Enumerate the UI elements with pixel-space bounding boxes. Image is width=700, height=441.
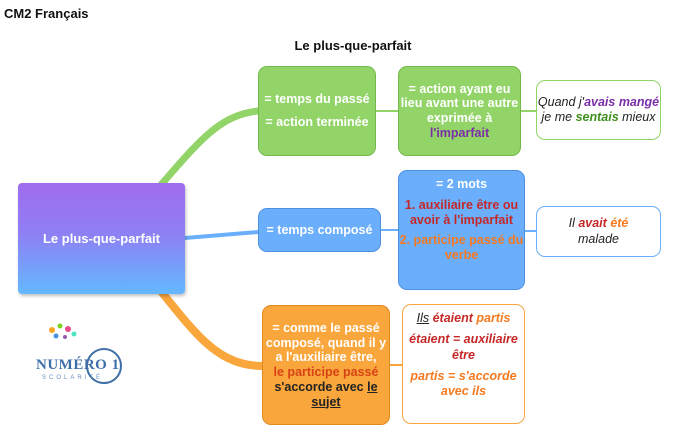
example3-note-aux: étaient = auxiliaire être: [409, 332, 518, 362]
connector-orange: [156, 286, 266, 370]
example2-aux: avait: [578, 216, 607, 231]
document-header: CM2 Français: [4, 6, 89, 21]
central-topic-label: Le plus-que-parfait: [42, 230, 160, 246]
definition-finished-action: = action terminée: [265, 115, 369, 129]
blue-example-box: Il avait été malade: [536, 206, 661, 257]
green-example-box: Quand j'avais mangé je me sentais mieux: [536, 80, 661, 140]
green-detail-text: = action ayant eu lieu avant une autre e…: [400, 81, 519, 126]
example3-subject: Ils: [416, 311, 430, 325]
orange-rule-highlight: le participe passé: [273, 365, 379, 379]
example1-part3: mieux: [618, 110, 656, 124]
page-title: Le plus-que-parfait: [294, 38, 412, 53]
orange-rule-subject: le sujet: [311, 379, 378, 409]
example2-participle: été: [610, 216, 629, 231]
definition-compound-tense: = temps composé: [266, 222, 373, 237]
logo-name: NUMÉRO 1: [36, 357, 120, 373]
orange-rule-part1: = comme le passé composé, quand il y a l…: [265, 320, 387, 365]
numero1-logo: [49, 323, 122, 384]
definition-past-tense: = temps du passé: [264, 92, 370, 107]
example1-part2: je me: [541, 110, 576, 124]
example2-part1: Il: [568, 216, 579, 231]
blue-detail-box: = 2 mots 1. auxiliaire être ou avoir à l…: [398, 170, 525, 290]
blue-definition-box: = temps composé: [258, 208, 381, 252]
orange-rule-box: = comme le passé composé, quand il y a l…: [262, 305, 390, 425]
example3-note-participle: partis = s'accorde avec ils: [410, 368, 517, 398]
example2-part3: malade: [578, 231, 619, 246]
green-detail-highlight: l'imparfait: [429, 125, 490, 140]
blue-detail-item-1: 1. auxiliaire être ou avoir à l'imparfai…: [404, 197, 519, 227]
connector-green: [156, 107, 262, 190]
connector-blue: [184, 230, 259, 240]
example3-participle: partis: [476, 311, 511, 325]
green-detail-box: = action ayant eu lieu avant une autre e…: [398, 66, 521, 156]
logo-tagline: SCOLARITÉ: [42, 375, 104, 381]
example1-verb1: avais mangé: [584, 94, 660, 109]
blue-detail-item-2: 2. participe passé du verbe: [399, 233, 524, 262]
example1-verb2: sentais: [575, 110, 619, 124]
green-definition-box: = temps du passé = action terminée: [258, 66, 376, 156]
example3-aux: étaient: [432, 311, 473, 325]
orange-example-box: Ils étaient partis étaient = auxiliaire …: [402, 304, 525, 424]
example1-part1: Quand j': [537, 94, 585, 109]
central-topic: Le plus-que-parfait: [18, 183, 185, 294]
blue-detail-title: = 2 mots: [435, 177, 488, 191]
orange-rule-part2: s'accorde avec: [274, 379, 368, 394]
